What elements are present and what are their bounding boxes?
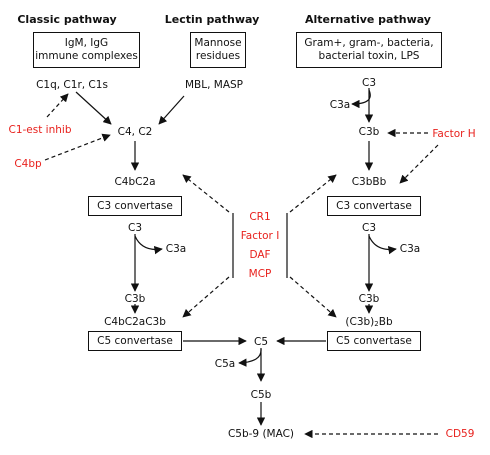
alt-c3-convertase-label: C3 convertase bbox=[336, 199, 412, 212]
c1-est-inhibitor-label: C1-est inhib bbox=[8, 124, 72, 136]
c3bbb-label: C3bBb bbox=[351, 176, 387, 188]
arrow-c5-to-c5a bbox=[238, 348, 262, 367]
arrow-c3-to-c3a-alt-top bbox=[351, 89, 371, 109]
c4bc2a-label: C4bC2a bbox=[114, 176, 156, 188]
classic-c3-label: C3 bbox=[127, 222, 143, 234]
c4bc2ac3b-label: C4bC2aC3b bbox=[104, 316, 166, 328]
classic-pathway-header: Classic pathway bbox=[17, 13, 117, 26]
classic-c3a-label: C3a bbox=[165, 243, 187, 255]
lectin-pathway-header: Lectin pathway bbox=[164, 13, 260, 26]
arrow-c1-to-c4c2 bbox=[75, 91, 112, 125]
alternative-pathway-header: Alternative pathway bbox=[305, 13, 431, 26]
alternative-activators-line1: Gram+, gram-, bacteria, bbox=[304, 37, 434, 49]
alt-c3-convertase-box: C3 convertase bbox=[327, 196, 421, 216]
dashed-arrow-center-to-c3bbb bbox=[289, 174, 337, 213]
classic-activators-box: IgM, IgG immune complexes bbox=[33, 32, 140, 68]
dashed-arrow-factorh-to-c3bbb bbox=[399, 144, 439, 184]
classic-activators-line1: IgM, IgG bbox=[64, 37, 109, 49]
factor-h-label: Factor H bbox=[432, 128, 476, 140]
dashed-arrow-c1inhib-to-c1 bbox=[46, 93, 69, 118]
dashed-arrow-center-to-c3b2bb bbox=[289, 276, 337, 318]
arrow-c3-to-c3a-classic bbox=[134, 235, 163, 255]
c5a-label: C5a bbox=[214, 358, 236, 370]
cd59-label: CD59 bbox=[445, 428, 475, 440]
classic-c5-convertase-box: C5 convertase bbox=[88, 331, 182, 351]
alt-c3-label: C3 bbox=[361, 222, 377, 234]
c3b2bb-prefix: (C3b) bbox=[345, 316, 375, 328]
classic-c5-convertase-label: C5 convertase bbox=[97, 334, 173, 347]
classic-c3-convertase-box: C3 convertase bbox=[88, 196, 182, 216]
mbl-masp-label: MBL, MASP bbox=[184, 79, 244, 91]
lectin-activators-line2: residues bbox=[195, 50, 241, 62]
c5-label: C5 bbox=[253, 336, 269, 348]
c4-c2-label: C4, C2 bbox=[117, 126, 153, 138]
classic-c3-convertase-label: C3 convertase bbox=[97, 199, 173, 212]
alt-c5-convertase-box: C5 convertase bbox=[327, 331, 421, 351]
alternative-activators-box: Gram+, gram-, bacteria, bacterial toxin,… bbox=[296, 32, 442, 68]
c3b2bb-subscript: 2 bbox=[374, 320, 379, 328]
dashed-arrow-center-to-c4bc2a bbox=[182, 174, 230, 213]
alt-c3a-label: C3a bbox=[399, 243, 421, 255]
c4bp-label: C4bp bbox=[14, 158, 42, 170]
daf-label: DAF bbox=[249, 249, 271, 261]
alternative-activators-line2: bacterial toxin, LPS bbox=[318, 50, 420, 62]
alt-c3b-top-label: C3b bbox=[358, 126, 380, 138]
c5b-label: C5b bbox=[250, 389, 272, 401]
alt-c3a-top-label: C3a bbox=[329, 99, 351, 111]
factor-i-label: Factor I bbox=[240, 230, 280, 242]
alt-c3-top-label: C3 bbox=[361, 77, 377, 89]
dashed-arrow-c4bp-to-c4c2 bbox=[44, 133, 111, 161]
arrow-mbl-to-c4c2 bbox=[158, 95, 185, 125]
classic-activators-line2: immune complexes bbox=[35, 50, 138, 62]
c3b2bb-label: (C3b)2Bb bbox=[345, 316, 392, 330]
lectin-activators-box: Mannose residues bbox=[190, 32, 246, 68]
mac-label: C5b-9 (MAC) bbox=[227, 428, 295, 440]
alt-c3b-label: C3b bbox=[358, 293, 380, 305]
arrow-c3-to-c3a-alt bbox=[368, 235, 397, 255]
classic-c3b-label: C3b bbox=[124, 293, 146, 305]
lectin-activators-line1: Mannose bbox=[194, 37, 242, 49]
alt-c5-convertase-label: C5 convertase bbox=[336, 334, 412, 347]
c1-complex-label: C1q, C1r, C1s bbox=[36, 79, 108, 91]
cr1-label: CR1 bbox=[249, 211, 271, 223]
mcp-label: MCP bbox=[248, 268, 272, 280]
c3b2bb-suffix: Bb bbox=[378, 316, 393, 328]
dashed-arrow-center-to-c4bc2ac3b bbox=[182, 276, 230, 318]
